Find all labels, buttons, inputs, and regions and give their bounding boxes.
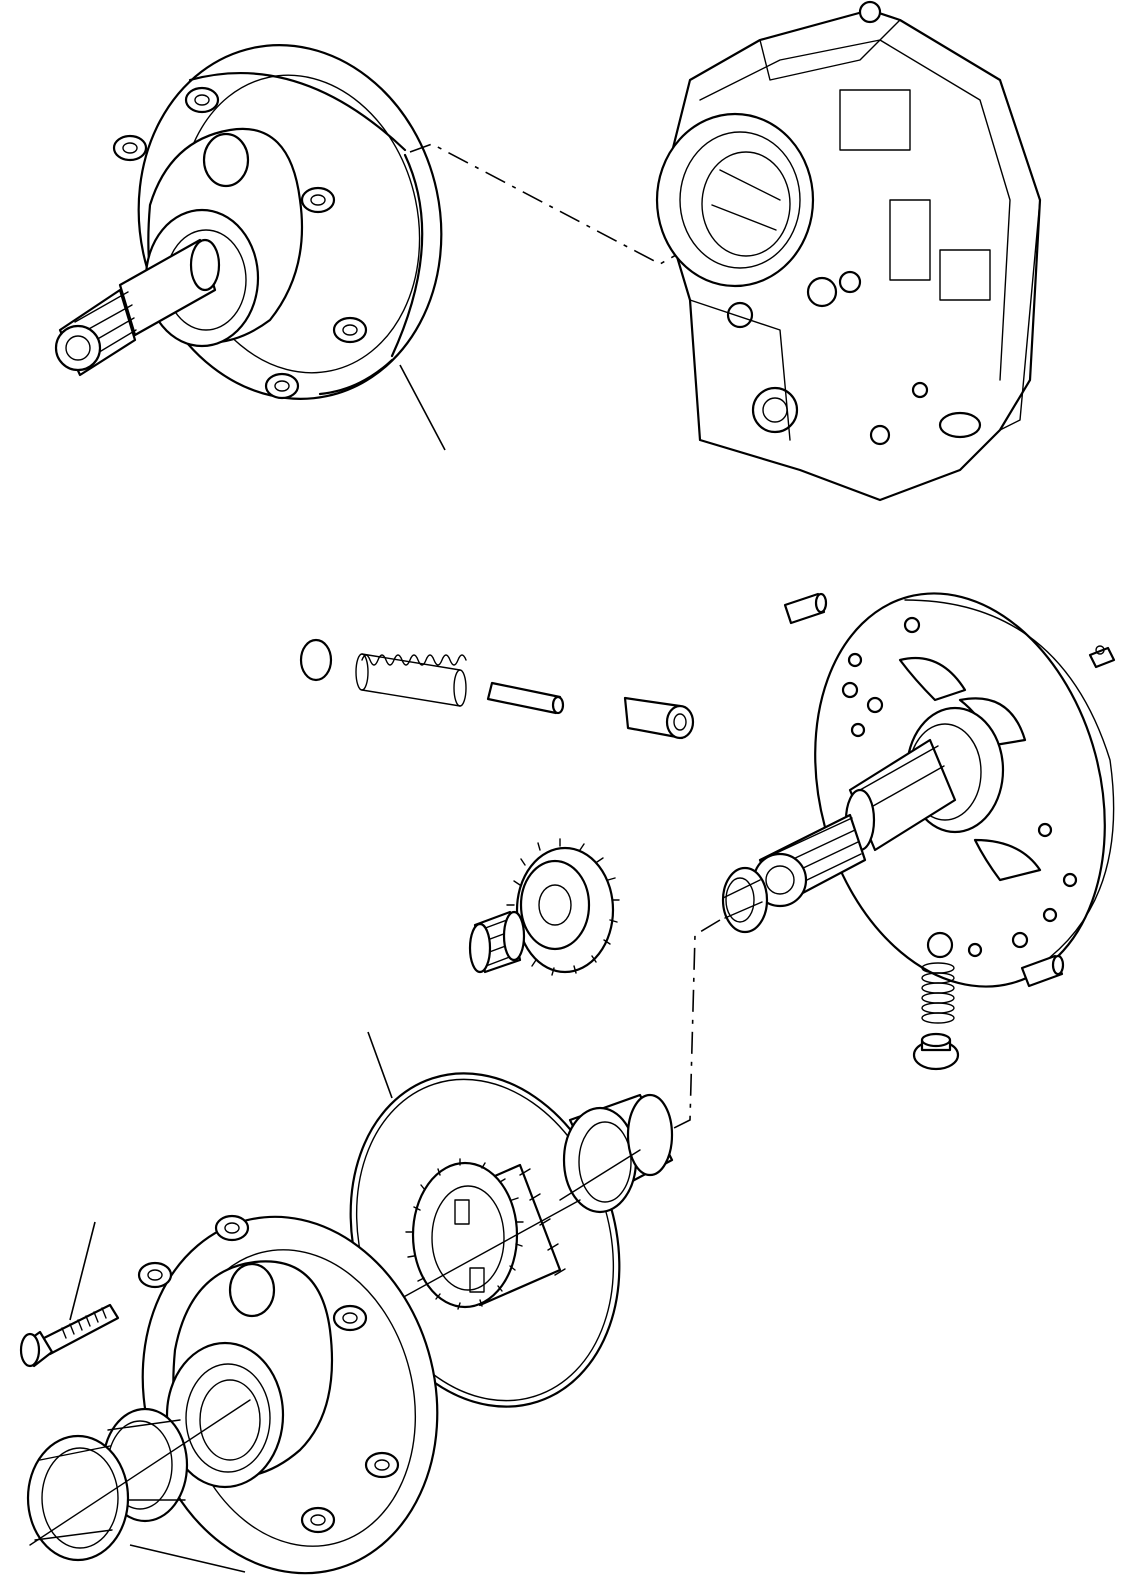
center-axis <box>29 1399 251 1546</box>
leader-line <box>399 364 446 451</box>
check-ball <box>926 931 954 959</box>
idler-gear <box>506 838 620 976</box>
valve-ball <box>299 638 333 682</box>
mounting-lug <box>214 1214 250 1242</box>
pump-plate-with-shaft <box>752 592 1115 988</box>
screw <box>1088 645 1116 669</box>
pump-assembly <box>54 44 446 451</box>
check-spring <box>921 962 955 1024</box>
bushing <box>559 1093 674 1214</box>
mounting-lug <box>137 1261 173 1289</box>
dowel-pin <box>1020 954 1065 988</box>
valve-plug <box>623 696 695 740</box>
mounting-lug <box>264 372 300 400</box>
check-plug <box>912 1032 960 1071</box>
valve-spring <box>355 653 467 707</box>
mounting-lug <box>332 1304 368 1332</box>
ring <box>721 866 769 934</box>
leader-line <box>129 1544 246 1573</box>
needle-bearing <box>468 910 526 974</box>
bolt <box>19 1221 120 1368</box>
alignment-line <box>669 919 721 1131</box>
mounting-lug <box>332 316 368 344</box>
internal-gear <box>379 1158 581 1311</box>
ball-spring-plug <box>912 931 960 1071</box>
mounting-lug <box>112 134 148 162</box>
seal-outer <box>26 1434 130 1562</box>
mounting-lug <box>300 186 336 214</box>
seals <box>26 1399 251 1573</box>
transmission-housing <box>655 0 1042 502</box>
pump-housing <box>137 1214 439 1575</box>
valve-pin <box>486 681 565 715</box>
leader-line <box>69 1221 96 1321</box>
pressure-relief-valve-parts <box>299 638 695 740</box>
dowel-pin <box>783 592 828 625</box>
mounting-lug <box>300 1506 336 1534</box>
leader-line <box>367 1031 393 1099</box>
mounting-lug <box>364 1451 400 1479</box>
mounting-lug <box>184 86 220 114</box>
